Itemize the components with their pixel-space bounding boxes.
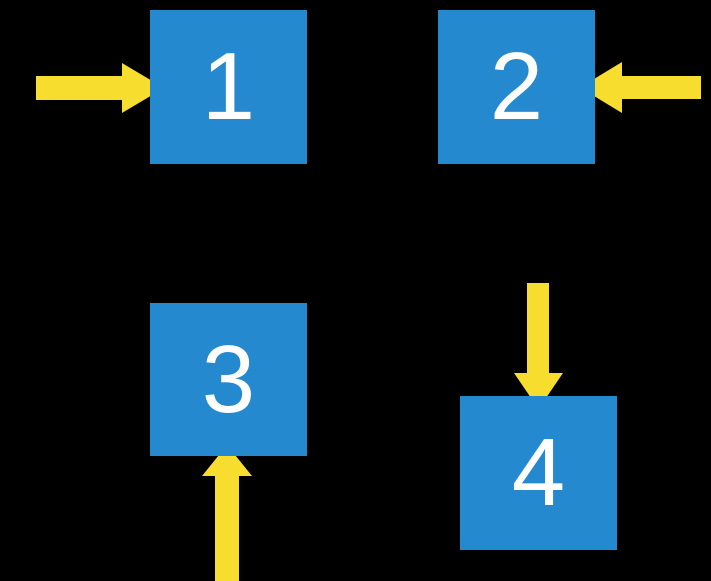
arrow-down-shape [514, 283, 563, 409]
node-box-1[interactable]: 1 [150, 10, 307, 164]
node-label-1: 1 [201, 33, 256, 140]
node-box-2[interactable]: 2 [438, 10, 595, 164]
arrow-left-shape [580, 62, 701, 113]
arrow-into-node-2 [580, 62, 701, 113]
node-label-2: 2 [489, 33, 544, 140]
arrow-up-shape [202, 445, 252, 581]
arrow-right-shape [36, 63, 164, 113]
node-box-4[interactable]: 4 [460, 396, 617, 550]
node-box-3[interactable]: 3 [150, 303, 307, 456]
arrow-into-node-4 [514, 283, 563, 409]
arrow-into-node-3 [202, 445, 252, 581]
node-label-4: 4 [511, 419, 566, 526]
arrow-into-node-1 [36, 63, 164, 113]
node-label-3: 3 [201, 325, 256, 433]
